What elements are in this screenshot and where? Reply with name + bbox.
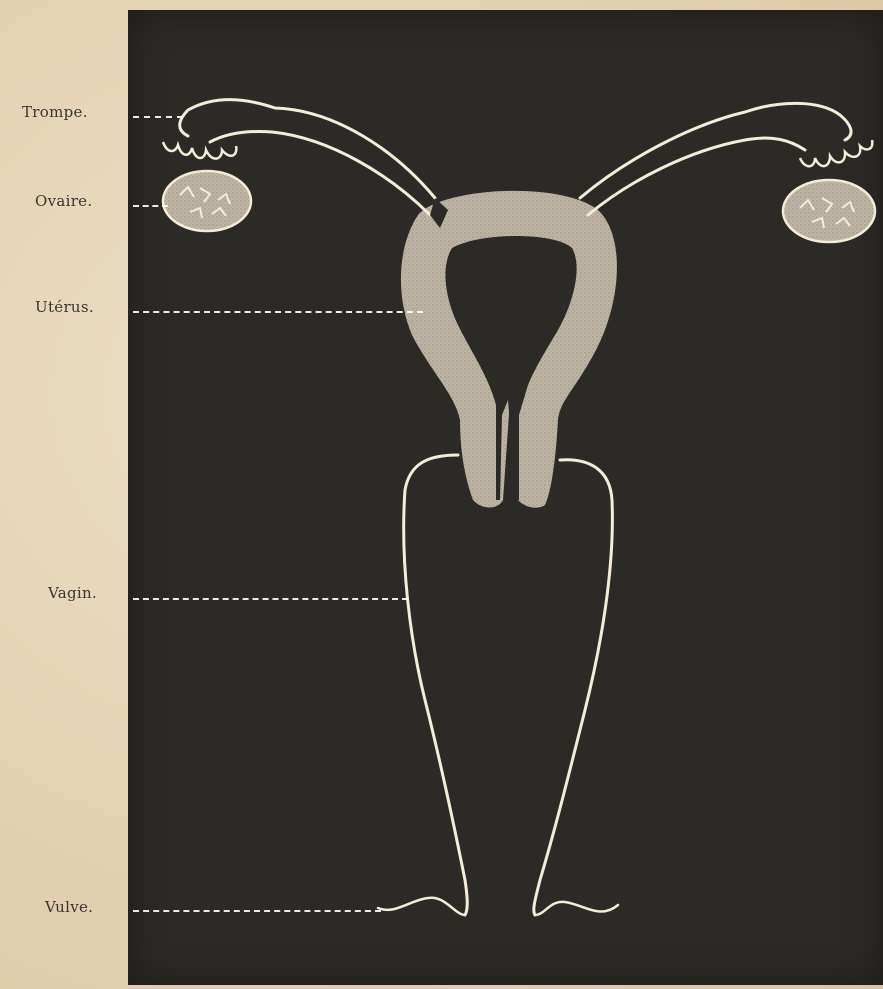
vagina-outline	[404, 455, 613, 915]
leader-vulve	[133, 910, 381, 912]
leader-uterus	[133, 311, 423, 313]
fimbriae-right	[800, 140, 872, 166]
label-vagin: Vagin.	[48, 584, 97, 602]
label-trompe: Trompe.	[22, 103, 88, 121]
vulva-outline	[378, 898, 618, 915]
ovary-right	[783, 180, 875, 242]
label-uterus: Utérus.	[35, 298, 94, 316]
fimbriae-left	[163, 142, 236, 159]
leader-vagin	[133, 598, 408, 600]
leader-trompe	[133, 116, 183, 118]
label-vulve: Vulve.	[45, 898, 93, 916]
leader-ovaire	[133, 205, 168, 207]
ovary-left	[163, 171, 251, 231]
label-ovaire: Ovaire.	[35, 192, 92, 210]
